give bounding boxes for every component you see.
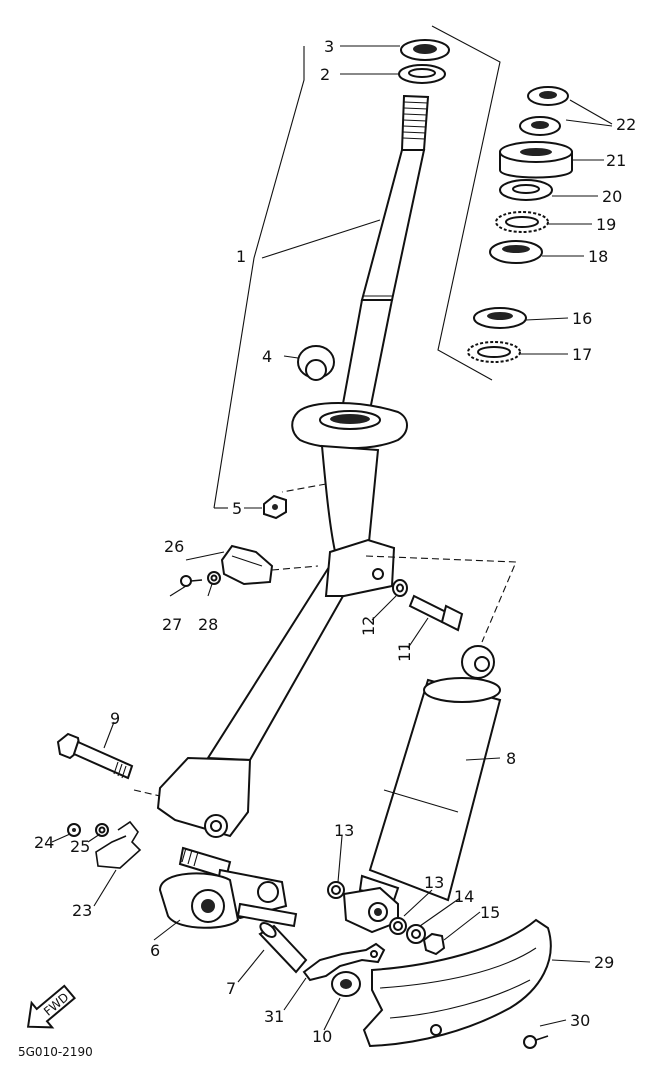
callout-22: 22 — [616, 115, 636, 134]
callout-13b: 13 — [424, 873, 444, 892]
callout-12: 12 — [359, 616, 378, 636]
callout-9: 9 — [110, 709, 120, 728]
part-17-balls — [467, 341, 521, 363]
callout-10: 10 — [312, 1027, 332, 1046]
part-23-spring-clip — [95, 820, 142, 869]
callout-15: 15 — [480, 903, 500, 922]
part-8-shock-absorber — [342, 645, 502, 934]
callout-2: 2 — [320, 65, 330, 84]
part-25-washer — [95, 823, 109, 837]
part-16-race — [473, 307, 527, 329]
callout-28: 28 — [198, 615, 218, 634]
part-13-oring-lower — [389, 917, 407, 935]
callout-29: 29 — [594, 953, 614, 972]
part-29-cover — [362, 918, 552, 1048]
part-24-bolt — [67, 823, 81, 837]
part-15-nut — [422, 932, 446, 956]
part-27-bolt — [180, 575, 203, 587]
part-5-nut — [263, 494, 287, 520]
callout-13a: 13 — [334, 821, 354, 840]
part-10-nut — [331, 971, 361, 997]
part-7-collar — [258, 922, 308, 974]
diagram-code: 5G010-2190 — [18, 1045, 93, 1059]
part-20-race — [499, 179, 553, 201]
part-14-washer — [406, 924, 426, 944]
callout-1: 1 — [236, 247, 246, 266]
part-13-oring-upper — [327, 881, 345, 899]
callout-14: 14 — [454, 887, 474, 906]
callout-25: 25 — [70, 837, 90, 856]
callout-31: 31 — [264, 1007, 284, 1026]
callout-23: 23 — [72, 901, 92, 920]
part-22-nut — [519, 86, 569, 136]
callout-18: 18 — [588, 247, 608, 266]
part-31-bracket — [302, 942, 386, 982]
part-11-bolt — [408, 594, 464, 632]
callout-16: 16 — [572, 309, 592, 328]
callout-20: 20 — [602, 187, 622, 206]
callout-24: 24 — [34, 833, 54, 852]
part-21-cover — [499, 141, 573, 179]
part-12-washer — [392, 579, 408, 597]
part-3-locknut — [400, 39, 450, 61]
callout-labels: 1 2 3 4 5 6 7 8 9 10 11 12 13 13 14 15 1… — [34, 37, 636, 1046]
callout-11: 11 — [395, 642, 414, 662]
steering-stem — [156, 94, 430, 880]
part-28-washer — [207, 571, 221, 585]
callout-8: 8 — [506, 749, 516, 768]
part-6-bushing — [158, 872, 240, 929]
part-9-bolt — [56, 732, 134, 780]
callout-7: 7 — [226, 979, 236, 998]
part-19-balls — [495, 211, 549, 233]
callout-17: 17 — [572, 345, 592, 364]
callout-27: 27 — [162, 615, 182, 634]
fwd-arrow: FWD — [26, 984, 77, 1029]
callout-21: 21 — [606, 151, 626, 170]
part-18-race — [489, 240, 543, 264]
callout-6: 6 — [150, 941, 160, 960]
callout-3: 3 — [324, 37, 334, 56]
part-4-bearing — [297, 345, 335, 381]
leader-lines — [51, 25, 613, 1031]
callout-19: 19 — [596, 215, 616, 234]
part-30-screw — [523, 1035, 549, 1049]
callout-5: 5 — [232, 499, 242, 518]
callout-26: 26 — [164, 537, 184, 556]
part-26-clamp — [220, 544, 274, 586]
callout-30: 30 — [570, 1011, 590, 1030]
part-2-washer — [398, 64, 446, 84]
callout-4: 4 — [262, 347, 272, 366]
